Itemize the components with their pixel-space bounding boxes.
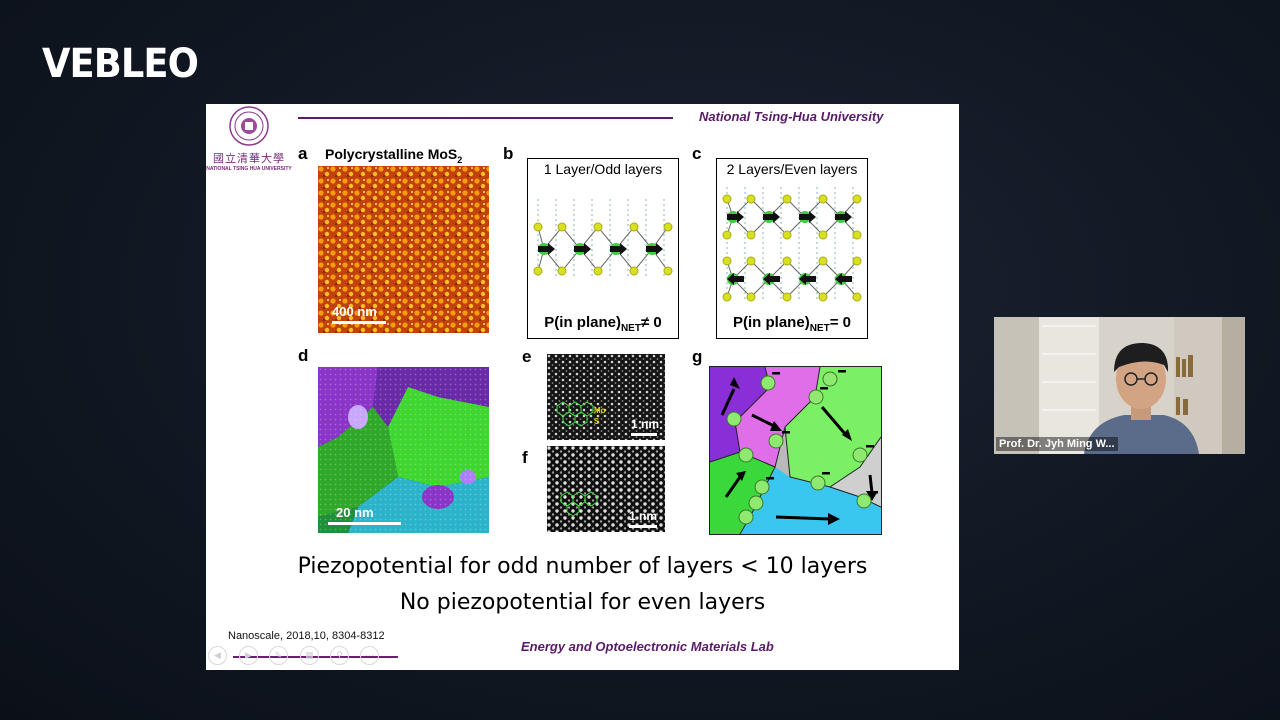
panel-a-scale-text: 400 nm <box>332 304 377 319</box>
tem-grain-image: 20 nm <box>318 367 489 533</box>
panel-b-label: b <box>503 144 514 163</box>
speaker-video <box>994 317 1245 454</box>
panel-a-title: Polycrystalline MoS2 <box>325 146 463 165</box>
haadf-image-e: Mo S 1 nm <box>547 354 665 440</box>
pen-icon[interactable]: ✎ <box>269 646 288 665</box>
panel-e-scale-bar <box>631 433 657 436</box>
grain-polarization-schematic <box>709 366 882 535</box>
panel-b-equation: P(in plane)NET≠ 0 <box>544 314 662 334</box>
panel-g-label: g <box>692 347 703 366</box>
conclusion-line-2: No piezopotential for even layers <box>399 590 766 615</box>
prev-icon[interactable]: ◀ <box>208 646 227 665</box>
panel-f-label: f <box>522 448 528 467</box>
panel-b-title: 1 Layer/Odd layers <box>543 161 663 177</box>
even-layer-diagram <box>722 187 862 302</box>
speaker-webcam: Prof. Dr. Jyh Ming W... <box>994 317 1245 454</box>
panel-e-label: e <box>522 347 532 366</box>
conclusion-line-1: Piezopotential for odd number of layers … <box>297 554 868 579</box>
vebleo-logo: VEBLEO <box>42 41 199 87</box>
logo-english-text: NATIONAL TSING HUA UNIVERSITY <box>206 166 292 172</box>
haadf-image-f: 1 nm <box>547 446 665 532</box>
panel-a-scale-bar <box>332 321 386 324</box>
university-logo: 國立清華大學 NATIONAL TSING HUA UNIVERSITY <box>206 104 292 174</box>
panel-d-scale-bar <box>328 522 401 525</box>
slides-icon[interactable]: ▦ <box>300 646 319 665</box>
panel-f-scale-text: 1 nm <box>629 509 658 523</box>
panel-f-scale-bar <box>629 525 657 528</box>
panel-b-box: 1 Layer/Odd layers P(in plane)NET≠ 0 <box>527 158 679 339</box>
odd-layer-diagram <box>533 199 673 279</box>
s-label: S <box>594 417 600 426</box>
panel-e-scale-text: 1 nm <box>631 417 660 431</box>
header-divider <box>298 117 673 119</box>
panel-c-label: c <box>692 144 702 163</box>
lab-name: Energy and Optoelectronic Materials Lab <box>521 639 774 654</box>
citation: Nanoscale, 2018,10, 8304-8312 <box>228 630 385 642</box>
panel-c-box: 2 Layers/Even layers <box>716 158 868 339</box>
mo-label: Mo <box>594 406 606 415</box>
more-icon[interactable]: ⋯ <box>360 646 379 665</box>
next-icon[interactable]: ▶ <box>239 646 258 665</box>
panel-d-label: d <box>298 346 309 365</box>
panel-c-equation: P(in plane)NET= 0 <box>733 314 851 334</box>
speaker-name: Prof. Dr. Jyh Ming W... <box>996 437 1118 451</box>
panel-c-title: 2 Layers/Even layers <box>726 161 858 177</box>
afm-image: 400 nm <box>318 166 489 333</box>
presentation-slide: National Tsing-Hua University 國立清華大學 NAT… <box>206 104 959 670</box>
panel-d-scale-text: 20 nm <box>336 505 374 520</box>
zoom-icon[interactable]: ⚲ <box>330 646 349 665</box>
logo-chinese-text: 國立清華大學 <box>213 152 285 165</box>
panel-a-label: a <box>298 144 308 163</box>
university-name: National Tsing-Hua University <box>699 109 884 124</box>
